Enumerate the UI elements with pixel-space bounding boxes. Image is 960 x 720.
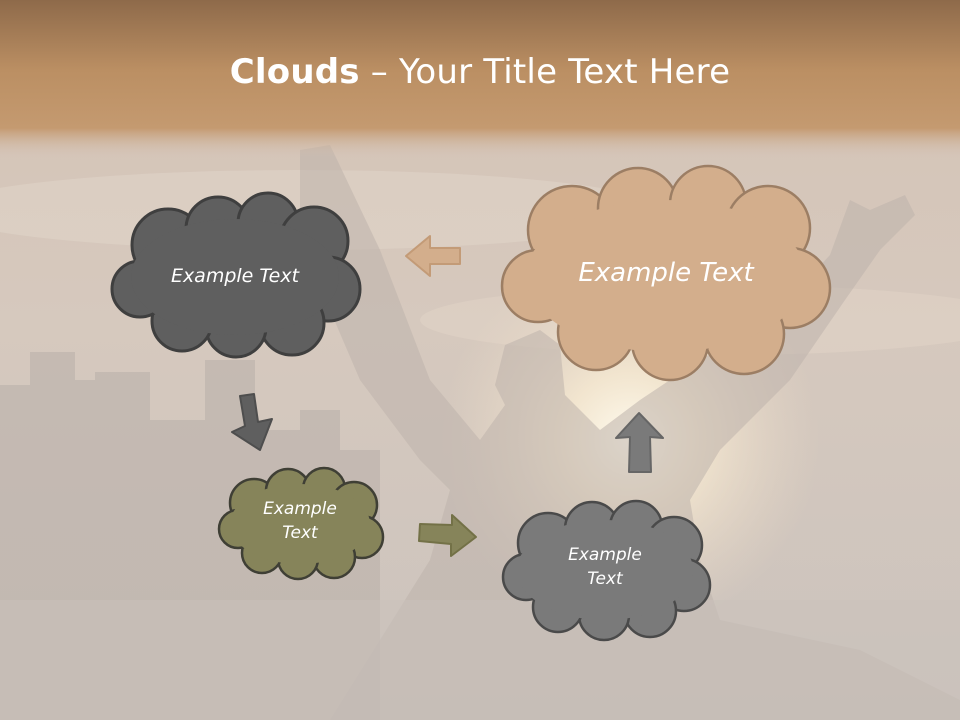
cloud-top-right-text: Example Text xyxy=(498,166,834,384)
arrow-left-icon xyxy=(405,235,461,277)
arrow-right-icon xyxy=(418,514,477,557)
title-bold: Clouds xyxy=(229,52,360,92)
title-separator: – xyxy=(359,52,399,92)
cloud-top-left-text: Example Text xyxy=(110,193,360,359)
title-rest: Your Title Text Here xyxy=(398,52,731,92)
arrow-up-icon xyxy=(615,412,664,473)
cloud-bottom-left-line1: Example xyxy=(263,499,337,520)
cloud-top-right: Example Text xyxy=(498,164,834,382)
arrow-down-right-icon xyxy=(231,393,273,451)
cloud-bottom-left-text: Example Text xyxy=(216,465,384,579)
slide-title: Clouds – Your Title Text Here xyxy=(0,52,960,92)
cloud-bottom-right: Example Text xyxy=(500,497,712,642)
cloud-bottom-right-text: Example Text xyxy=(500,497,710,639)
cloud-bottom-left: Example Text xyxy=(216,465,385,581)
cloud-top-left-line1: Example Text xyxy=(170,264,300,287)
cloud-bottom-right-line1: Example xyxy=(568,545,642,566)
cloud-bottom-right-line2: Text xyxy=(587,569,623,589)
cloud-bottom-left-line2: Text xyxy=(282,523,318,543)
cloud-top-right-line1: Example Text xyxy=(578,257,754,288)
cloud-top-left: Example Text xyxy=(110,191,362,359)
